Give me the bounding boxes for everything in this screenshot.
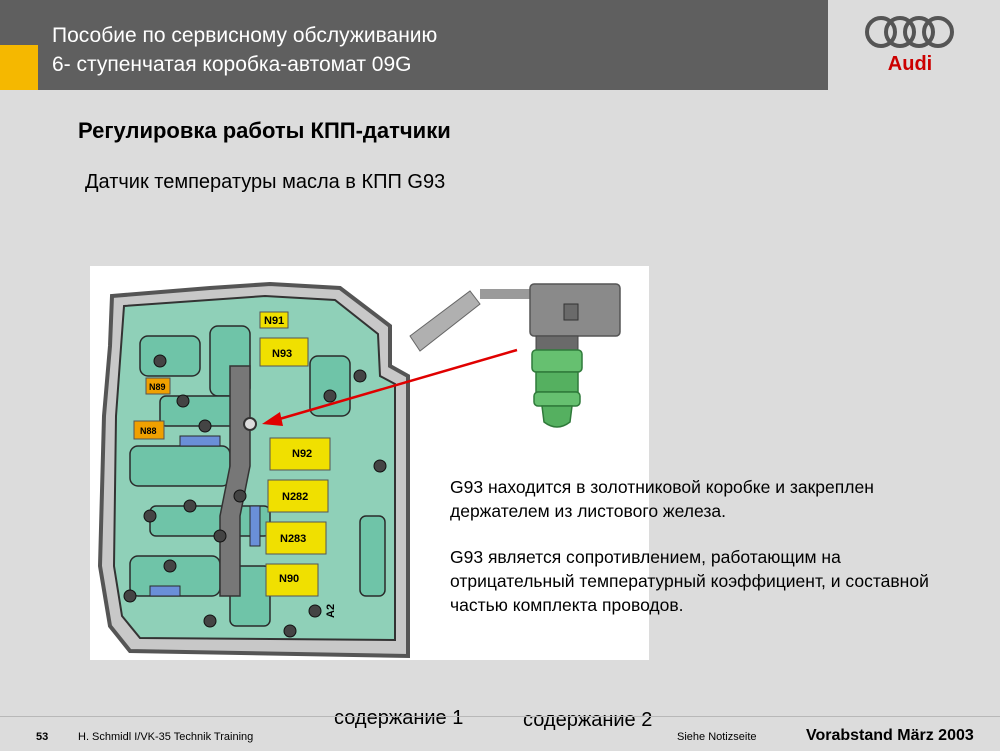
label-n283: N283 [280, 533, 306, 545]
label-n282: N282 [282, 491, 308, 503]
label-n88: N88 [140, 426, 157, 436]
label-n90: N90 [279, 573, 299, 585]
footer-author: H. Schmidl I/VK-35 Technik Training [78, 731, 254, 743]
audi-logo: Audi [865, 16, 954, 75]
label-n89: N89 [149, 382, 166, 392]
contents-2-link[interactable]: содержание 2 [523, 709, 653, 731]
logo-wordmark: Audi [888, 53, 932, 75]
footer-status: Vorabstand März 2003 [806, 727, 974, 744]
pointer-arrow [275, 348, 518, 422]
footer-page-number: 53 [36, 731, 49, 743]
label-n92: N92 [292, 448, 312, 460]
header-accent-bar [0, 45, 38, 90]
footer-divider [0, 716, 1000, 717]
pointer-arrowhead [262, 412, 283, 426]
footer-note: Siehe Notizseite [677, 731, 757, 743]
valve-body-diagram: N91 N93 N89 N88 N92 N282 N283 N90 A2 [90, 266, 649, 660]
header-title-line1: Пособие по сервисному обслуживанию [52, 24, 438, 47]
header-title-line2: 6- ступенчатая коробка-автомат 09G [52, 53, 412, 76]
linkage-strip [219, 365, 251, 597]
description-paragraph-2: G93 является сопротивлением, работающим … [450, 547, 929, 615]
header-band [0, 0, 828, 90]
g93-sensor-closeup [409, 283, 621, 428]
label-n93: N93 [272, 348, 292, 360]
g93-sensor-position [243, 417, 257, 431]
page-subtitle: Датчик температуры масла в КПП G93 [85, 171, 446, 193]
label-n91: N91 [264, 315, 284, 327]
label-a2: A2 [325, 604, 337, 618]
description-paragraph-1: G93 находится в золотниковой коробке и з… [450, 477, 874, 521]
contents-1-link[interactable]: содержание 1 [334, 707, 464, 729]
page-title: Регулировка работы КПП-датчики [78, 118, 451, 143]
